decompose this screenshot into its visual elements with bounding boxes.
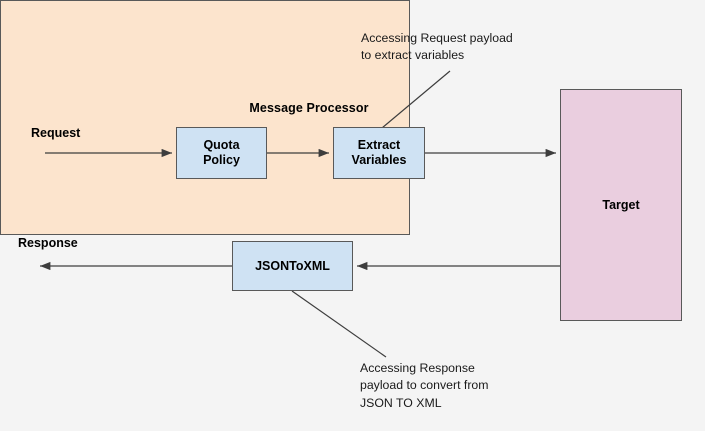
leader-line-top-annotation [381, 70, 451, 129]
label-response: Response [18, 236, 78, 250]
message-processor-title: Message Processor [249, 101, 369, 115]
message-processor-container [0, 0, 410, 235]
node-extract-variables[interactable]: Extract Variables [333, 127, 425, 179]
node-target[interactable]: Target [560, 89, 682, 321]
label-request: Request [31, 126, 81, 140]
annotation-request-payload: Accessing Request payload to extract var… [361, 31, 513, 63]
annotation-response-payload: Accessing Response payload to convert fr… [360, 361, 489, 410]
node-jsontoxml[interactable]: JSONToXML [232, 241, 353, 291]
leader-line-bottom-annotation [291, 290, 387, 358]
node-quota-policy[interactable]: Quota Policy [176, 127, 267, 179]
